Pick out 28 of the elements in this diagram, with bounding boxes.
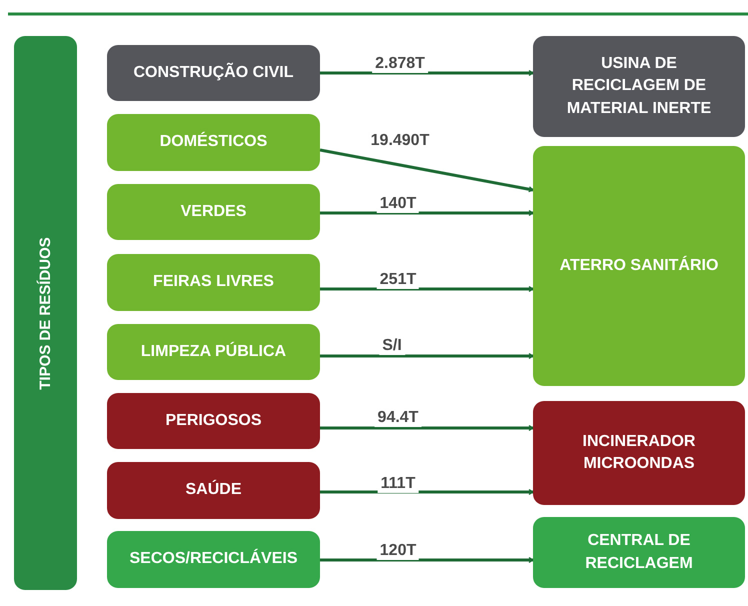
waste-type-box: VERDES — [107, 184, 320, 240]
edge-label: 140T — [376, 195, 420, 213]
waste-type-box: CONSTRUÇÃO CIVIL — [107, 45, 320, 101]
edge-label: 111T — [378, 475, 418, 493]
waste-type-box: FEIRAS LIVRES — [107, 254, 320, 311]
edge-label: 251T — [376, 271, 420, 289]
waste-type-box: SAÚDE — [107, 462, 320, 519]
arrow — [320, 556, 534, 564]
edge-label: 120T — [376, 542, 420, 560]
destination-box: ATERRO SANITÁRIO — [533, 146, 745, 386]
arrow — [320, 286, 534, 292]
destination-box: INCINERADOR MICROONDAS — [533, 401, 745, 505]
arrow — [320, 148, 534, 192]
arrow — [320, 488, 534, 496]
category-band: TIPOS DE RESÍDUOS — [14, 36, 77, 590]
destination-box: CENTRAL DE RECICLAGEM — [533, 517, 745, 588]
arrow — [320, 424, 534, 432]
arrow — [320, 210, 534, 216]
waste-type-box: DOMÉSTICOS — [107, 114, 320, 171]
destination-box: USINA DE RECICLAGEM DE MATERIAL INERTE — [533, 36, 745, 137]
arrow — [320, 352, 534, 360]
edge-label: S/I — [379, 337, 405, 355]
waste-type-box: LIMPEZA PÚBLICA — [107, 324, 320, 380]
waste-type-box: PERIGOSOS — [107, 393, 320, 449]
waste-type-box: SECOS/RECICLÁVEIS — [107, 531, 320, 588]
arrow — [320, 70, 534, 76]
edge-label: 2.878T — [372, 55, 428, 73]
edge-label: 94.4T — [374, 409, 422, 427]
